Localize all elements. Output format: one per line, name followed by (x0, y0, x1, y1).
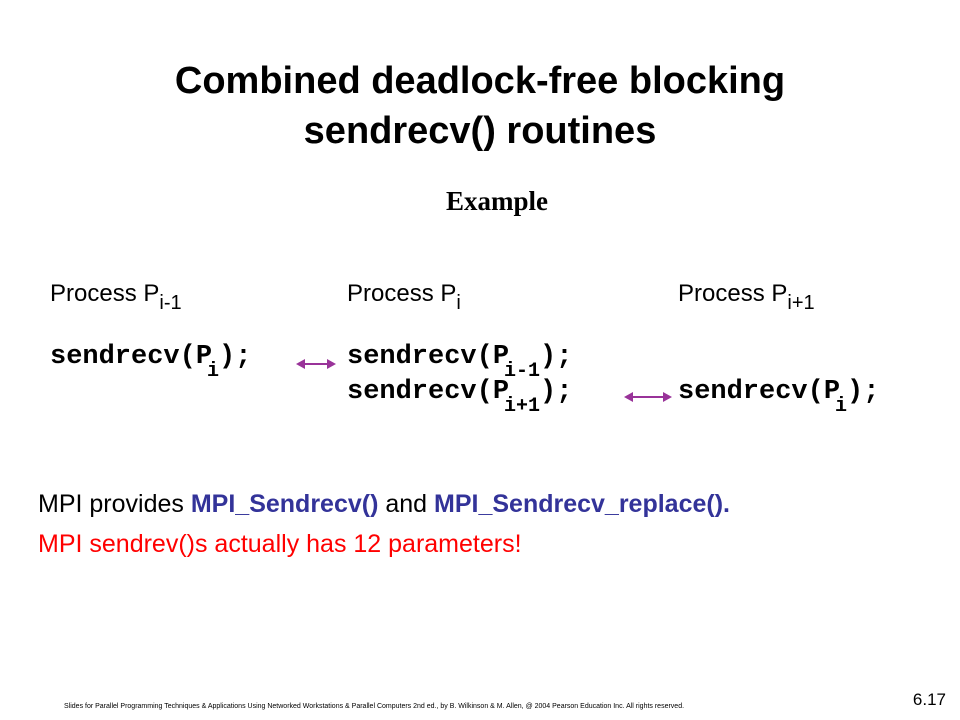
mpi-provides-line: MPI provides MPI_Sendrecv() and MPI_Send… (38, 490, 730, 518)
code-left-sendrecv: sendrecv(Pi); (50, 342, 252, 383)
example-heading: Example (445, 186, 548, 216)
process-label-current: Process Pi (347, 280, 461, 314)
mpi-parameters-note: MPI sendrev()s actually has 12 parameter… (38, 530, 522, 558)
process-label-prev: Process Pi-1 (50, 280, 182, 314)
code-right-sendrecv: sendrecv(Pi); (678, 377, 880, 418)
slide-title-line-2: sendrecv() routines (303, 110, 657, 152)
double-arrow-icon (296, 359, 336, 369)
process-label-next: Process Pi+1 (678, 280, 815, 314)
slide-footer: Slides for Parallel Programming Techniqu… (64, 703, 685, 710)
mpi-sendrecv-fn: MPI_Sendrecv() (190, 490, 379, 518)
code-middle-sendrecv-next: sendrecv(Pi+1); (347, 377, 573, 418)
code-middle-sendrecv-prev: sendrecv(Pi-1); (347, 342, 573, 383)
slide-title: Combined deadlock-free blocking sendrecv… (0, 56, 960, 156)
slide-title-line-1: Combined deadlock-free blocking (174, 60, 786, 102)
slide-number: 6.17 (912, 690, 946, 709)
mpi-sendrecv-replace-fn: MPI_Sendrecv_replace(). (434, 490, 730, 518)
double-arrow-icon (624, 392, 672, 402)
